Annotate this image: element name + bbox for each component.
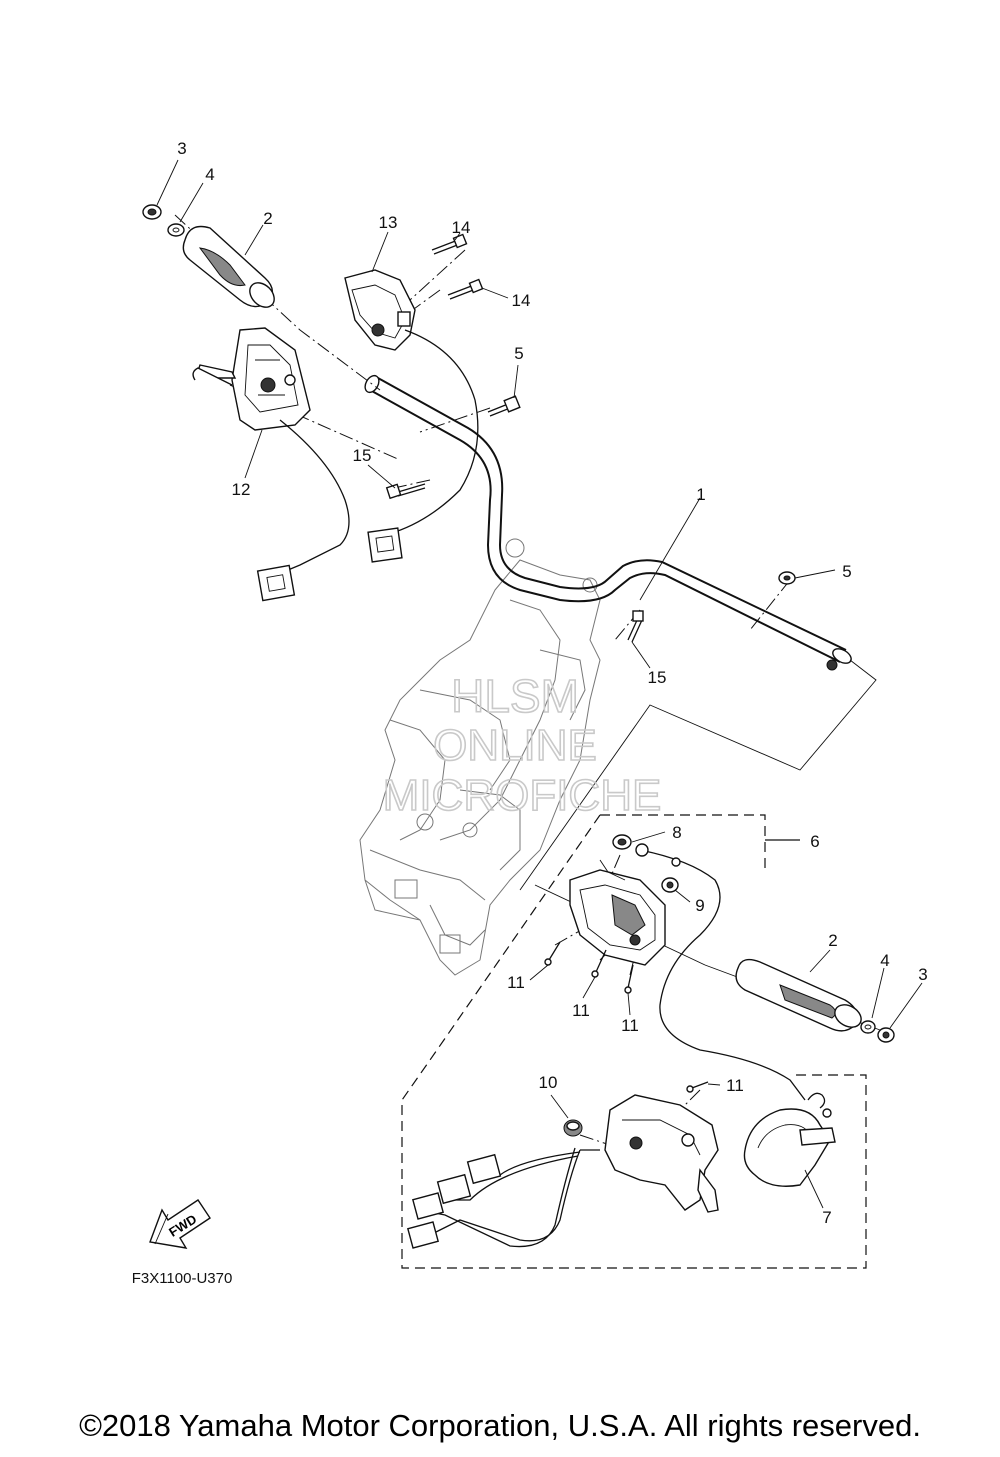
callout-4-left: 4 xyxy=(205,165,214,184)
screw-15-right xyxy=(627,610,644,643)
handlebar xyxy=(364,374,852,671)
engine-body-outline xyxy=(359,538,601,976)
callout-2-right: 2 xyxy=(828,931,837,950)
callout-9: 9 xyxy=(695,896,704,915)
callout-7: 7 xyxy=(822,1208,831,1227)
left-switch-housing xyxy=(192,327,311,431)
callout-11-c: 11 xyxy=(621,1016,639,1035)
callout-3-left: 3 xyxy=(177,139,186,158)
copyright-notice: ©2018 Yamaha Motor Corporation, U.S.A. A… xyxy=(79,1408,921,1443)
screw-11-a xyxy=(544,941,561,966)
callout-3-right: 3 xyxy=(918,965,927,984)
left-switch-cable xyxy=(256,419,350,602)
watermark: HLSM ONLINE MICROFICHE xyxy=(382,669,662,821)
right-grip xyxy=(735,958,862,1032)
lower-wiring-harness xyxy=(406,1147,600,1249)
diagram-code: F3X1100-U370 xyxy=(132,1270,233,1287)
part-9 xyxy=(661,877,679,893)
callout-11-a: 11 xyxy=(507,973,525,992)
watermark-line3: MICROFICHE xyxy=(383,771,662,820)
callout-4-right: 4 xyxy=(880,951,889,970)
screw-11-b xyxy=(591,949,607,978)
callout-10: 10 xyxy=(539,1073,558,1092)
callout-5-right: 5 xyxy=(842,562,851,581)
assembly-6-boundary xyxy=(401,814,867,1269)
throttle-housing xyxy=(604,1094,719,1213)
watermark-line1: HLSM xyxy=(451,670,579,722)
callout-13: 13 xyxy=(379,213,398,232)
left-washer-4 xyxy=(167,223,185,237)
upper-switch-cable xyxy=(367,329,479,563)
bolt-5-upper xyxy=(487,395,521,417)
screw-11-d xyxy=(686,1081,709,1093)
callout-15-right: 15 xyxy=(648,668,667,687)
screw-11-c xyxy=(624,964,634,994)
throttle-lever xyxy=(743,1092,836,1187)
callout-15-left: 15 xyxy=(353,446,372,465)
callout-12: 12 xyxy=(232,480,251,499)
callout-14-lower: 14 xyxy=(512,291,531,310)
callout-leaders xyxy=(156,159,923,1209)
left-grip xyxy=(182,225,275,308)
watermark-line2: ONLINE xyxy=(433,721,597,770)
bolt-5-right xyxy=(778,571,796,585)
callout-8: 8 xyxy=(672,823,681,842)
callout-14-upper: 14 xyxy=(452,218,471,237)
right-switch-base xyxy=(569,859,666,966)
callout-6: 6 xyxy=(810,832,819,851)
callout-1: 1 xyxy=(696,485,705,504)
left-bolt-3 xyxy=(142,204,162,220)
screw-14-upper xyxy=(431,233,468,255)
callout-11-d: 11 xyxy=(726,1076,744,1095)
callout-5-upper: 5 xyxy=(514,344,523,363)
callout-2-left: 2 xyxy=(263,209,272,228)
screw-8 xyxy=(612,834,632,850)
callout-labels: 3 4 2 13 14 14 5 15 12 1 5 15 8 6 9 2 4 … xyxy=(177,139,927,1227)
screw-15-left xyxy=(385,483,426,500)
right-switch-cable xyxy=(635,843,806,1101)
callout-11-b: 11 xyxy=(572,1001,590,1020)
right-bolt-3 xyxy=(877,1027,895,1043)
screw-14-lower xyxy=(447,278,484,300)
fwd-arrow-icon: FWD xyxy=(149,1199,211,1249)
part-10 xyxy=(563,1119,583,1137)
upper-switch-housing xyxy=(344,269,416,351)
right-washer-4 xyxy=(860,1020,876,1034)
